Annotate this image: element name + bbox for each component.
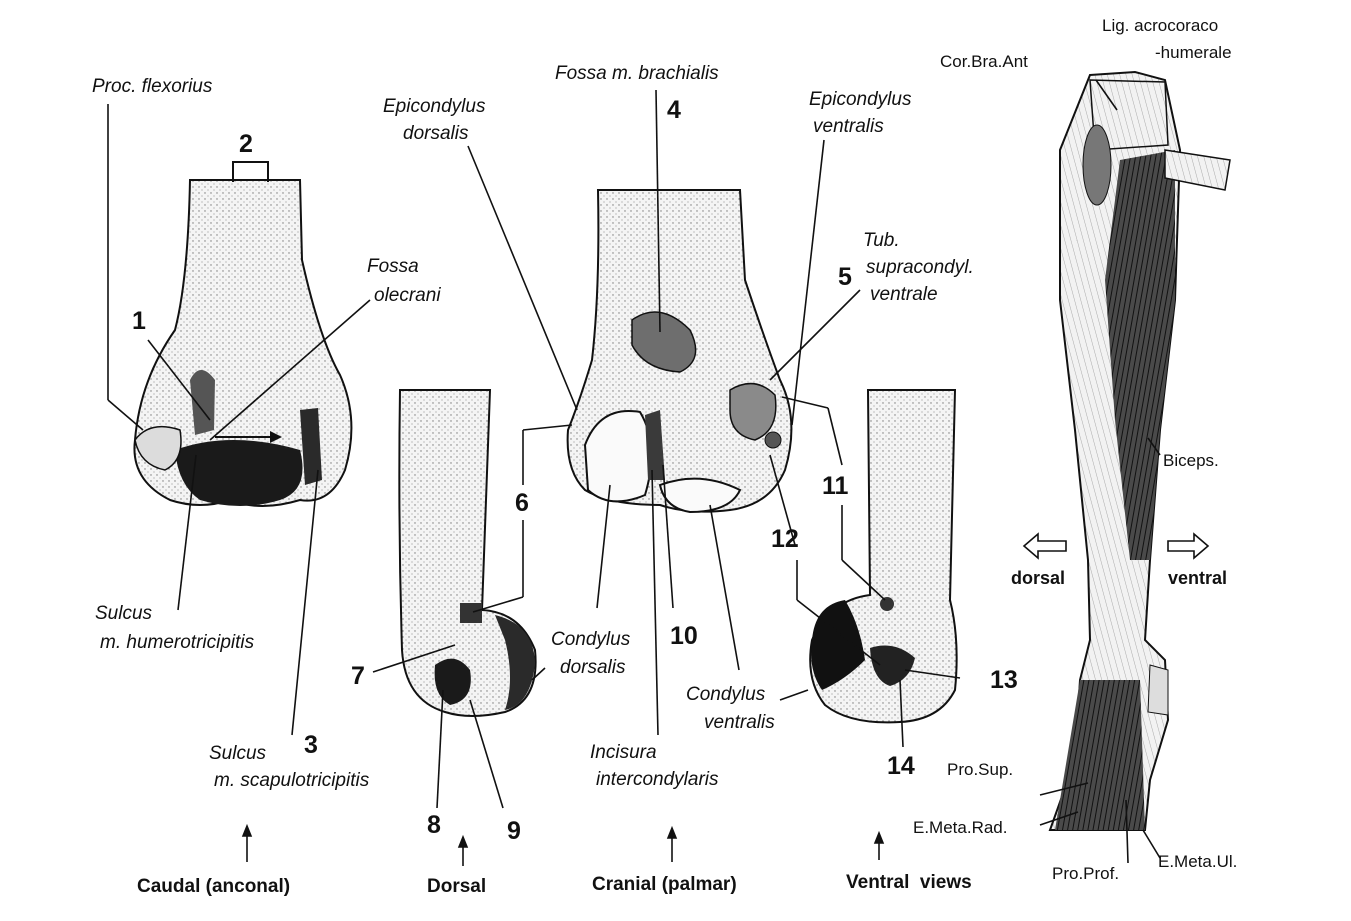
arrow-right-icon (1168, 534, 1208, 558)
label-tub-supracondyl-2: supracondyl. (866, 257, 974, 279)
label-cor-bra-ant: Cor.Bra.Ant (940, 52, 1028, 72)
cranial-bone (568, 190, 792, 512)
label-fossa-brachialis: Fossa m. brachialis (555, 63, 719, 85)
label-sulcus-humerotricipitis-1: Sulcus (95, 603, 152, 625)
number-12: 12 (771, 525, 799, 554)
number-4: 4 (667, 96, 681, 125)
caption-ventral-views: Ventral views (846, 872, 972, 894)
label-epicondylus-ventralis-2: ventralis (813, 116, 884, 138)
label-tub-supracondyl-1: Tub. (863, 230, 900, 252)
arrow-left-icon (1024, 534, 1066, 558)
label-fossa-olecrani-2: olecrani (374, 285, 441, 307)
number-13: 13 (990, 666, 1018, 695)
number-14: 14 (887, 752, 915, 781)
view-arrows (243, 826, 883, 866)
label-pro-sup: Pro.Sup. (947, 760, 1013, 780)
label-sulcus-humerotricipitis-2: m. humerotricipitis (100, 632, 254, 654)
caption-cranial-view: Cranial (palmar) (592, 874, 737, 896)
number-10: 10 (670, 622, 698, 651)
label-lig-acrocoracohumerale-2: -humerale (1155, 43, 1232, 63)
label-sulcus-scapulotricipitis-2: m. scapulotricipitis (214, 770, 369, 792)
label-direction-ventral: ventral (1168, 568, 1227, 589)
caudal-bone (134, 180, 351, 506)
label-incisura-1: Incisura (590, 742, 657, 764)
label-epicondylus-dorsalis-2: dorsalis (403, 123, 468, 145)
dorsal-bone (399, 390, 535, 716)
label-biceps: Biceps. (1163, 451, 1219, 471)
label-condylus-dorsalis-2: dorsalis (560, 657, 625, 679)
number-3: 3 (304, 731, 318, 760)
label-proc-flexorius: Proc. flexorius (92, 76, 212, 98)
label-direction-dorsal: dorsal (1011, 568, 1065, 589)
ventral-bone (810, 390, 956, 722)
label-lig-acrocoracohumerale-1: Lig. acrocoraco (1102, 16, 1218, 36)
label-condylus-ventralis-2: ventralis (704, 712, 775, 734)
label-e-meta-rad: E.Meta.Rad. (913, 818, 1008, 838)
number-6: 6 (515, 489, 529, 518)
number-7: 7 (351, 662, 365, 691)
label-sulcus-scapulotricipitis-1: Sulcus (209, 743, 266, 765)
label-epicondylus-ventralis-1: Epicondylus (809, 89, 911, 111)
label-condylus-ventralis-1: Condylus (686, 684, 765, 706)
label-epicondylus-dorsalis-1: Epicondylus (383, 96, 485, 118)
number-1: 1 (132, 307, 146, 336)
number-5: 5 (838, 263, 852, 292)
label-tub-supracondyl-3: ventrale (870, 284, 938, 306)
number-9: 9 (507, 817, 521, 846)
label-condylus-dorsalis-1: Condylus (551, 629, 630, 651)
label-incisura-2: intercondylaris (596, 769, 719, 791)
label-fossa-olecrani-1: Fossa (367, 256, 419, 278)
number-8: 8 (427, 811, 441, 840)
caption-dorsal-view: Dorsal (427, 876, 486, 898)
number-11: 11 (822, 472, 848, 501)
label-e-meta-ul: E.Meta.Ul. (1158, 852, 1237, 872)
label-pro-prof: Pro.Prof. (1052, 864, 1119, 884)
caption-caudal-view: Caudal (anconal) (137, 876, 290, 898)
number-2: 2 (239, 130, 253, 159)
